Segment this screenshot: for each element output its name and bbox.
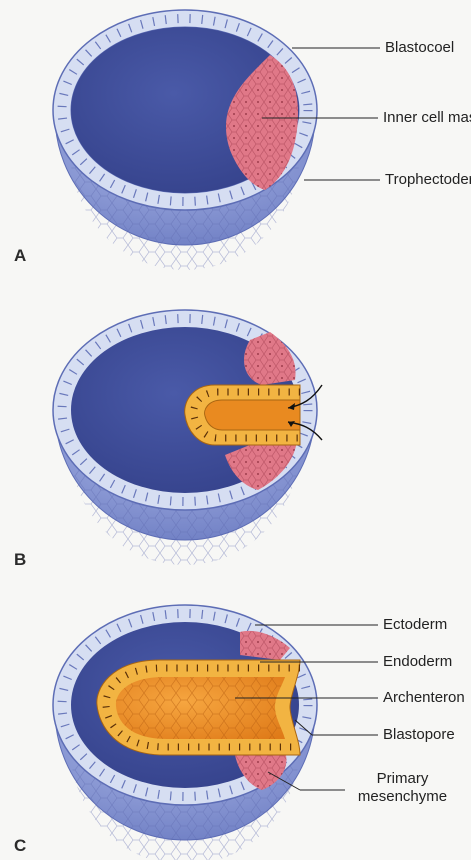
label-inner-cell-mass: Inner cell mass <box>383 109 471 127</box>
panel-letter-c: C <box>14 836 26 856</box>
label-ectoderm: Ectoderm <box>383 616 447 634</box>
panel-c-gastrula <box>53 605 378 860</box>
label-endoderm: Endoderm <box>383 653 452 671</box>
label-blastocoel: Blastocoel <box>385 39 454 57</box>
label-primary-mesenchyme-line1: Primary <box>350 770 455 788</box>
label-archenteron: Archenteron <box>383 689 465 707</box>
panel-letter-a: A <box>14 246 26 266</box>
label-blastopore: Blastopore <box>383 726 455 744</box>
panel-b-gastrulation-start <box>53 310 322 565</box>
label-primary-mesenchyme: Primary mesenchyme <box>350 770 455 806</box>
label-primary-mesenchyme-line2: mesenchyme <box>350 788 455 806</box>
panel-a-blastocyst <box>53 10 380 270</box>
panel-letter-b: B <box>14 550 26 570</box>
label-trophectoderm: Trophectoderm <box>385 171 471 189</box>
